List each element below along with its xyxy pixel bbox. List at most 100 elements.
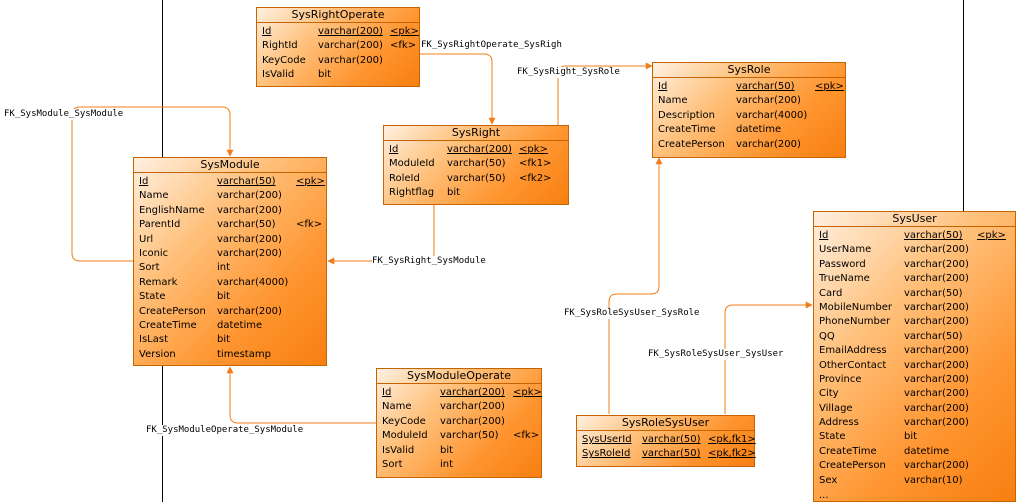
attribute-row: CreateTime datetime <box>139 319 326 333</box>
entity-title: SysModule <box>134 158 326 173</box>
attribute-type: varchar(200) <box>440 401 505 413</box>
attribute-row: Rightflag bit <box>389 186 568 200</box>
attribute-type: varchar(50) <box>217 219 276 231</box>
label-fk-sysright-sysmodule: FK_SysRight_SysModule <box>372 256 486 267</box>
attribute-type: bit <box>447 187 461 199</box>
label-fk-sysrolesysuser-sysrole: FK_SysRoleSysUser_SysRole <box>564 308 700 319</box>
attribute-type: varchar(200) <box>318 54 383 66</box>
attribute-type: varchar(200) <box>904 301 969 313</box>
attribute-type: varchar(200) <box>904 373 969 385</box>
attribute-name: Sort <box>139 262 160 274</box>
attribute-row: PhoneNumber varchar(200) <box>819 315 1015 329</box>
attribute-key: <pk,fk2> <box>708 448 756 460</box>
attribute-type: varchar(200) <box>904 388 969 400</box>
attribute-type: varchar(200) <box>904 460 969 472</box>
label-fk-sysright-sysrole: FK_SysRight_SysRole <box>517 67 620 78</box>
label-fk-sysmodule-sysmodule: FK_SysModule_SysModule <box>4 109 124 120</box>
attribute-row: Province varchar(200) <box>819 373 1015 387</box>
attribute-name: PhoneNumber <box>819 316 891 328</box>
attribute-type: varchar(200) <box>217 204 282 216</box>
attribute-key: <fk2> <box>519 172 552 184</box>
attribute-name: IsValid <box>262 69 295 81</box>
attribute-type: bit <box>904 431 918 443</box>
attribute-name: UserName <box>819 244 872 256</box>
attribute-type: varchar(50) <box>736 81 795 92</box>
attribute-key: <pk> <box>513 387 542 398</box>
connector-fk-sysright-sysmodule <box>327 204 435 265</box>
attribute-type: varchar(200) <box>440 415 505 427</box>
truncated-row: ... <box>819 490 829 501</box>
attribute-type: varchar(10) <box>904 474 963 486</box>
attribute-type: varchar(200) <box>904 316 969 328</box>
attribute-type: varchar(50) <box>447 172 506 184</box>
attribute-key: <fk> <box>513 430 540 442</box>
attribute-name: Id <box>819 230 829 241</box>
attribute-name: Password <box>819 258 866 270</box>
attribute-name: Province <box>819 373 862 385</box>
attribute-key: <fk> <box>296 219 323 231</box>
attribute-row: CreatePerson varchar(200) <box>658 138 845 152</box>
attribute-name: Name <box>658 95 688 107</box>
attribute-type: bit <box>318 69 332 81</box>
attribute-name: CreateTime <box>819 445 877 457</box>
attribute-name: Sort <box>382 458 403 470</box>
attribute-type: varchar(200) <box>904 417 969 429</box>
attribute-name: QQ <box>819 330 835 342</box>
attribute-name: State <box>139 291 166 303</box>
attribute-type: int <box>217 262 231 274</box>
label-fk-sysrolesysuser-sysuser: FK_SysRoleSysUser_SysUser <box>648 349 784 360</box>
attribute-type: varchar(200) <box>318 40 383 52</box>
entity-title: SysRight <box>384 126 568 141</box>
attribute-row: Name varchar(200) <box>658 94 845 108</box>
attribute-name: Id <box>262 26 272 37</box>
attribute-key: <pk> <box>815 81 844 92</box>
attribute-type: varchar(50) <box>642 434 701 445</box>
attribute-type: timestamp <box>217 348 271 360</box>
label-fk-sysrightoperate-sysright: FK_SysRightOperate_SysRigh <box>421 40 562 51</box>
attribute-type: datetime <box>217 319 263 331</box>
attribute-type: varchar(200) <box>736 95 801 107</box>
attribute-type: varchar(200) <box>736 138 801 150</box>
attribute-name: ModuleId <box>382 430 428 442</box>
attribute-name: Id <box>389 144 399 155</box>
attribute-key: <pk,fk1> <box>708 434 756 445</box>
attribute-type: varchar(50) <box>217 176 276 187</box>
attribute-name: Rightflag <box>389 187 435 199</box>
attribute-name: CreatePerson <box>658 138 725 150</box>
attribute-type: varchar(200) <box>217 190 282 202</box>
attribute-name: CreateTime <box>139 319 197 331</box>
